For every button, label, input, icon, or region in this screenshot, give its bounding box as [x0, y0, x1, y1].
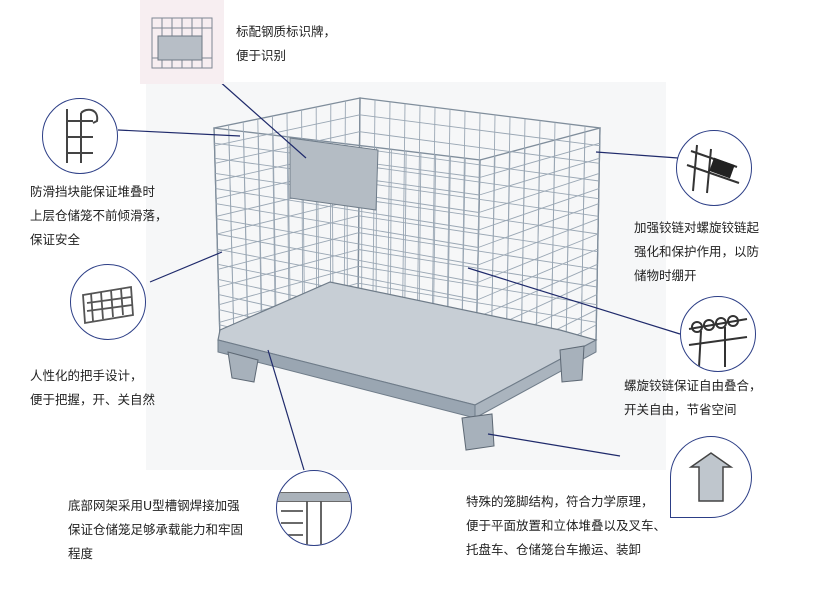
annotation-hinge: 加强铰链对螺旋铰链起 强化和保护作用，以防 储物时绷开 [634, 216, 759, 288]
annotation-line: 加强铰链对螺旋铰链起 [634, 220, 760, 235]
leader-lines [117, 79, 681, 471]
annotation-line: 标配钢质标识牌， [236, 24, 337, 39]
annotation-line: 特殊的笼脚结构，符合力学原理， [466, 494, 654, 509]
annotation-foot: 特殊的笼脚结构，符合力学原理， 便于平面放置和立体堆叠以及叉车、 托盘车、仓储笼… [466, 490, 666, 562]
annotation-line: 储物时绷开 [634, 268, 697, 283]
cage-wire [218, 265, 359, 306]
cage-wire [358, 249, 598, 288]
cage-wire [216, 203, 479, 248]
cage-wire [359, 164, 599, 200]
cage-wire [478, 188, 600, 231]
annotation-nameplate: 标配钢质标识牌， 便于识别 [236, 20, 336, 68]
cage-wire [479, 142, 600, 178]
cage-wire [358, 282, 597, 323]
annotation-line: 人性化的把手设计， [30, 368, 143, 383]
cage-wire [477, 218, 599, 266]
cage-wire [359, 148, 600, 182]
cage-wire [214, 114, 360, 147]
hinge-inset [676, 130, 752, 206]
annotation-line: 底部网架采用U型槽钢焊接加强 [68, 498, 240, 513]
annotation-line: 开关自由，节省空间 [624, 402, 737, 417]
cage-wire [215, 188, 479, 231]
annotation-line: 托盘车、仓储笼台车搬运、装卸 [466, 542, 642, 557]
cage-wire [217, 215, 359, 253]
cage-feet [227, 345, 585, 451]
cage-wire [217, 232, 359, 270]
annotation-anti-slip: 防滑挡块能保证堆叠时 上层仓储笼不前倾滑落， 保证安全 [30, 180, 168, 252]
annotation-line: 保证安全 [30, 232, 81, 247]
cage-wire [358, 198, 599, 235]
cage-wire [214, 131, 360, 164]
annotation-line: 便于识别 [236, 48, 287, 63]
annotation-line: 防滑挡块能保证堆叠时 [30, 184, 156, 199]
cage-wire [478, 173, 600, 213]
nameplate-inset [140, 0, 224, 84]
cage-wire [479, 157, 600, 196]
annotation-line: 便于平面放置和立体堆叠以及叉车、 [466, 518, 667, 533]
annotation-spiral-hinge: 螺旋铰链保证自由叠合， 开关自由，节省空间 [624, 374, 762, 422]
cage-wire [477, 233, 599, 283]
cage-wire [216, 198, 360, 235]
cage-wire [358, 232, 598, 270]
foot-inset [670, 436, 752, 518]
cage-wire [476, 263, 598, 318]
anti-slip-inset [42, 98, 118, 174]
annotation-line: 程度 [68, 546, 94, 561]
cage-wire [359, 114, 600, 147]
cage-wire [359, 131, 600, 164]
annotation-line: 螺旋铰链保证自由叠合， [624, 378, 762, 393]
cage-wire [359, 181, 599, 217]
cage-wire [216, 233, 478, 283]
base-frame-inset [276, 470, 352, 546]
cage-wire [216, 218, 478, 266]
cage-wire [217, 248, 478, 301]
cage-wire [478, 203, 599, 248]
cage-wire [476, 248, 598, 301]
annotation-handle: 人性化的把手设计， 便于把握，开、关自然 [30, 364, 155, 412]
annotation-base-frame: 底部网架采用U型槽钢焊接加强 保证仓储笼足够承载能力和牢固 程度 [68, 494, 243, 566]
annotation-line: 便于把握，开、关自然 [30, 392, 156, 407]
annotation-line: 保证仓储笼足够承载能力和牢固 [68, 522, 244, 537]
spiral-hinge-inset [680, 296, 756, 372]
cage-nameplate [289, 137, 379, 211]
annotation-line: 强化和保护作用，以防 [634, 244, 760, 259]
cage-wire [358, 215, 598, 253]
handle-inset [70, 264, 146, 340]
annotation-line: 上层仓储笼不前倾滑落， [30, 208, 168, 223]
